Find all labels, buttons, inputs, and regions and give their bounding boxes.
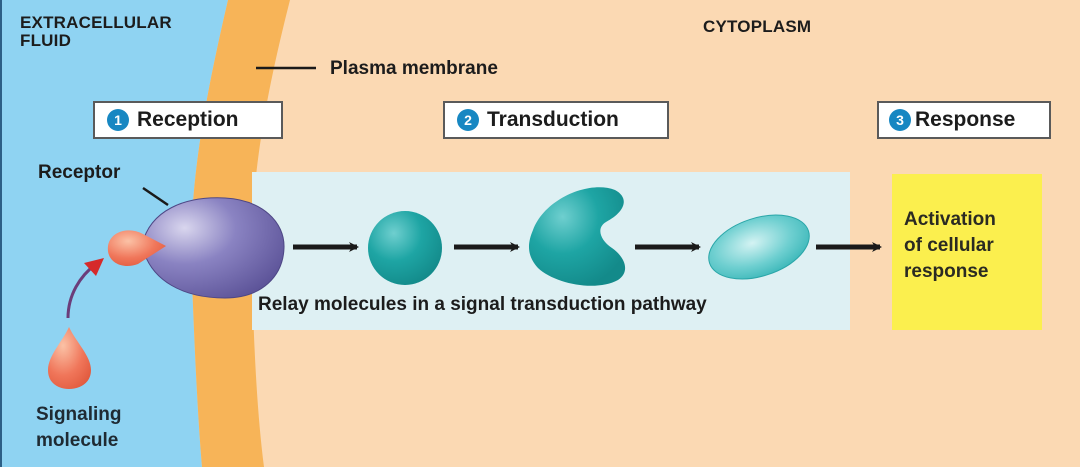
extracellular-label-line2: FLUID — [20, 31, 72, 50]
response-text: Activation of cellular response — [904, 207, 996, 285]
signaling-label-line1: Signaling — [36, 404, 122, 425]
binding-arrow — [66, 262, 97, 319]
stage-2-badge-icon: 2 — [457, 109, 479, 131]
signaling-molecule-shape — [48, 327, 91, 389]
signaling-label-line2: molecule — [36, 430, 119, 451]
receptor-shape — [141, 197, 285, 299]
stage-1-label: Reception — [137, 108, 239, 131]
binding-arrowhead — [84, 258, 104, 276]
stage-3-badge-icon: 3 — [889, 109, 911, 131]
response-line3: response — [904, 261, 989, 282]
extracellular-label-line1: EXTRACELLULAR — [20, 13, 172, 32]
signaling-molecule-label: Signaling molecule — [36, 402, 122, 454]
relay-molecule-2 — [528, 187, 626, 286]
bound-signal-molecule — [107, 230, 166, 266]
stage-1-badge-icon: 1 — [107, 109, 129, 131]
extracellular-label: EXTRACELLULAR FLUID — [20, 14, 172, 50]
plasma-membrane-label: Plasma membrane — [330, 58, 498, 79]
receptor-label: Receptor — [38, 162, 121, 183]
receptor-leader-line — [142, 186, 169, 207]
relay-molecule-1 — [368, 211, 442, 285]
stage-transduction: 2 Transduction — [443, 101, 669, 139]
stage-2-label: Transduction — [487, 108, 619, 131]
relay-molecules-label: Relay molecules in a signal transduction… — [258, 294, 707, 315]
relay-molecule-3 — [708, 214, 810, 280]
stage-3-label: Response — [915, 108, 1016, 131]
stage-response: 3 Response — [877, 101, 1051, 139]
response-line2: of cellular — [904, 235, 994, 256]
stage-reception: 1 Reception — [93, 101, 283, 139]
response-line1: Activation — [904, 209, 996, 230]
response-box — [892, 174, 1042, 330]
cytoplasm-label: CYTOPLASM — [703, 17, 812, 36]
left-border — [0, 0, 2, 467]
